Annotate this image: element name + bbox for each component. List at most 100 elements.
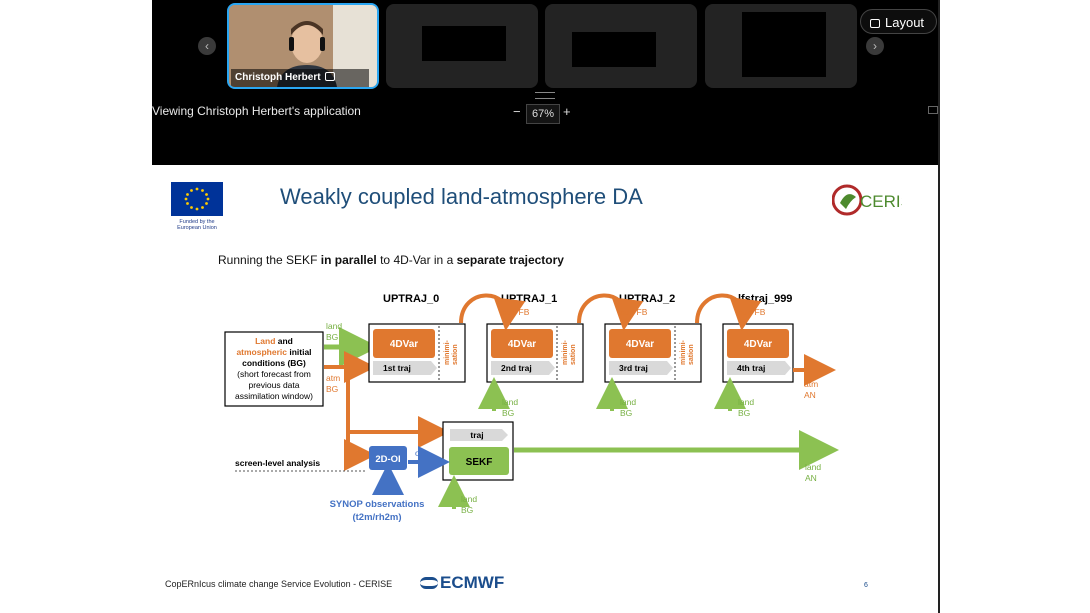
eu-funded-line-1: Funded by the xyxy=(179,219,215,225)
traj-label: 2nd traj xyxy=(501,363,532,373)
layout-icon xyxy=(870,19,880,28)
atm-an-label: AN xyxy=(804,390,816,400)
atm-an-label: atm xyxy=(804,379,818,389)
minimisation-label: minimi- xyxy=(444,339,451,365)
zoom-in-button[interactable]: + xyxy=(563,104,571,119)
input-line-4: previous data xyxy=(248,380,299,390)
shared-slide: Funded by the European Union Weakly coup… xyxy=(152,165,938,613)
chevron-right-icon: › xyxy=(873,39,877,53)
fourdvar-label: 4DVar xyxy=(508,339,536,350)
subtitle-part-4: separate trajectory xyxy=(456,253,564,267)
fourdvar-label: 4DVar xyxy=(744,339,772,350)
screen-level-label: screen-level analysis xyxy=(235,458,320,468)
fourdvar-block xyxy=(491,329,553,358)
land-bg-label: BG xyxy=(326,332,338,342)
participant-tile-3[interactable] xyxy=(545,4,697,88)
ecmwf-logo: ECMWF xyxy=(420,573,504,593)
slide-title: Weakly coupled land-atmosphere DA xyxy=(280,184,643,209)
video-off-placeholder xyxy=(422,26,506,61)
da-diagram: Land and atmospheric initial conditions … xyxy=(224,293,839,523)
viewing-status: Viewing Christoph Herbert's application xyxy=(152,104,361,118)
slide-subtitle: Running the SEKF in parallel to 4D-Var i… xyxy=(218,253,564,267)
window-edge xyxy=(938,0,940,613)
chevron-left-icon: ‹ xyxy=(205,39,209,53)
land-bg-in-label: land xyxy=(738,397,754,407)
atm-fb-arrow xyxy=(459,293,526,331)
sekf-box: traj SEKF xyxy=(442,421,514,481)
video-off-placeholder xyxy=(742,12,826,77)
sekf-land-bg-label: BG xyxy=(461,505,473,515)
fullscreen-icon[interactable] xyxy=(928,106,938,114)
svg-text:atmospheric initial: atmospheric initial xyxy=(236,347,311,357)
input-line-3: (short forecast from xyxy=(237,369,311,379)
atm-fb-label: atm FB xyxy=(620,307,648,317)
land-bg-in-label: BG xyxy=(738,408,750,418)
synop-label-2: (t2m/rh2m) xyxy=(352,512,401,523)
speaker-name: Christoph Herbert xyxy=(235,72,321,83)
participant-tile-2[interactable] xyxy=(386,4,538,88)
input-conditions-box: Land and atmospheric initial conditions … xyxy=(224,331,324,407)
minimisation-label: sation xyxy=(452,344,459,365)
video-off-placeholder xyxy=(572,32,656,67)
screen-share-icon xyxy=(325,72,335,81)
prev-participants-button[interactable]: ‹ xyxy=(198,37,216,55)
subtitle-part-1: Running the SEKF xyxy=(218,253,321,267)
input-initial: initial xyxy=(287,347,312,357)
next-participants-button[interactable]: › xyxy=(866,37,884,55)
fourdvar-label: 4DVar xyxy=(390,339,418,350)
atm-bg-label: atm xyxy=(326,373,340,383)
meeting-toolbar: ‹ Christoph Herbert Layout › Viewing Chr… xyxy=(152,0,938,165)
traj-label: 1st traj xyxy=(383,363,411,373)
minimisation-label: sation xyxy=(688,344,695,365)
fourdvar-block xyxy=(373,329,435,358)
land-an-label: AN xyxy=(805,473,817,483)
ecmwf-swirl-icon xyxy=(420,577,438,589)
land-an-label: land xyxy=(805,462,821,472)
land-bg-in-label: land xyxy=(620,397,636,407)
sekf-traj-label: traj xyxy=(470,430,483,440)
twodoi-label: 2D-OI xyxy=(375,454,400,465)
atm-fb-label: atm FB xyxy=(502,307,530,317)
land-bg-label: land xyxy=(326,321,342,331)
traj-label: 4th traj xyxy=(737,363,765,373)
traj-label: 3rd traj xyxy=(619,363,648,373)
land-bg-in-label: land xyxy=(502,397,518,407)
atm-bg-label: BG xyxy=(326,384,338,394)
subtitle-part-2: in parallel xyxy=(320,253,377,267)
svg-text:Land and: Land and xyxy=(255,336,293,346)
input-atmospheric: atmospheric xyxy=(236,347,287,357)
subtitle-part-3: to 4D-Var in a xyxy=(376,253,457,267)
atm-fb-label: atm FB xyxy=(738,307,766,317)
land-bg-in-label: BG xyxy=(502,408,514,418)
traj-arrow xyxy=(609,361,673,375)
footer-text: CopERnIcus climate change Service Evolut… xyxy=(165,579,393,589)
minimisation-label: sation xyxy=(570,344,577,365)
minimisation-label: minimi- xyxy=(680,339,687,365)
land-bg-in-label: BG xyxy=(620,408,632,418)
layout-button[interactable]: Layout xyxy=(860,9,937,34)
traj-arrow xyxy=(491,361,555,375)
atm-fb-arrow xyxy=(695,293,762,331)
zoom-level: 67% xyxy=(526,104,560,124)
participant-tile-speaker[interactable]: Christoph Herbert xyxy=(227,3,379,89)
input-line-5: assimilation window) xyxy=(235,391,313,401)
obs-label: obs xyxy=(415,448,429,458)
participant-tile-4[interactable] xyxy=(705,4,857,88)
traj-title: lfstraj_999 xyxy=(738,293,792,305)
traj-arrow xyxy=(373,361,437,375)
drag-handle-icon[interactable] xyxy=(535,92,555,99)
left-gutter xyxy=(0,0,152,613)
input-land: Land xyxy=(255,336,275,346)
layout-label: Layout xyxy=(885,15,925,30)
atm-fb-arrow xyxy=(577,293,644,331)
minimisation-label: minimi- xyxy=(562,339,569,365)
page-number: 6 xyxy=(864,582,868,589)
zoom-out-button[interactable]: − xyxy=(513,104,521,119)
traj-arrow xyxy=(727,361,791,375)
eu-funded-label: Funded by the European Union xyxy=(167,219,227,231)
